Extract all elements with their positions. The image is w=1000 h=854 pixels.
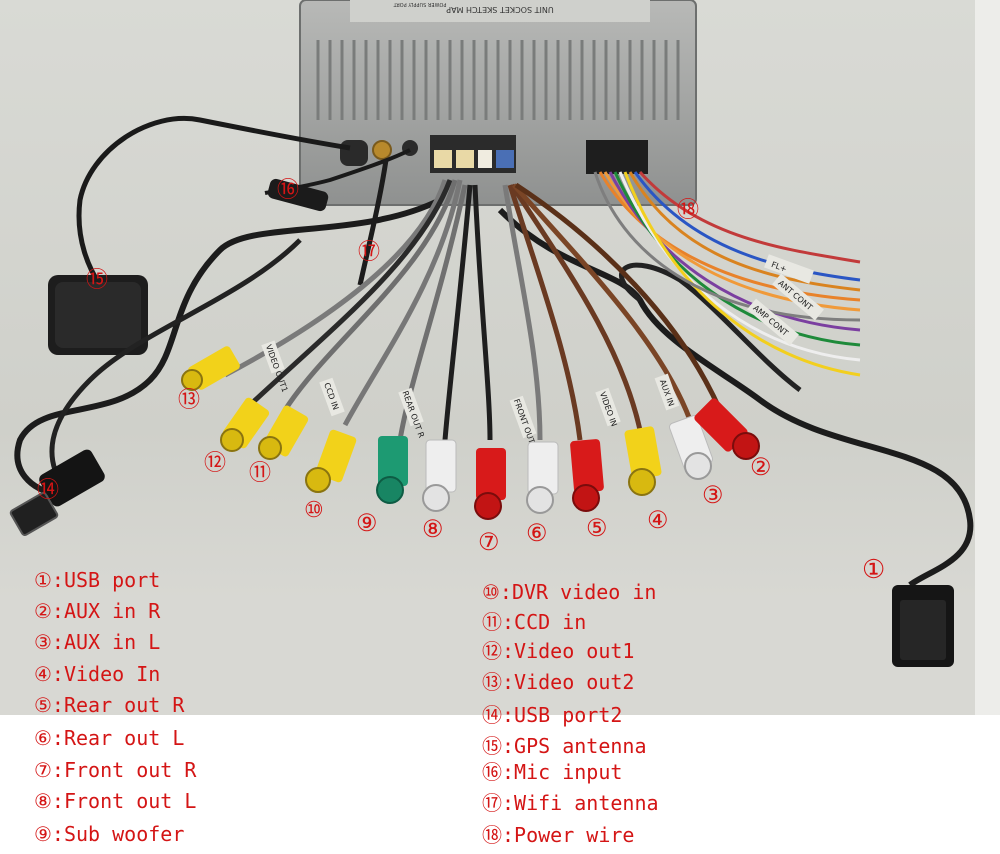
callout-10: ⑩ — [304, 498, 324, 523]
callout-12: ⑫ — [204, 451, 227, 476]
legend-usb-port: ①:USB port — [34, 568, 161, 592]
callout-4: ④ — [647, 506, 669, 534]
callout-7: ⑦ — [478, 528, 500, 556]
rca-plug-5-red — [570, 439, 604, 512]
rca-plugs — [181, 346, 760, 520]
callout-8: ⑧ — [422, 515, 444, 543]
rca-plug-4-yellow — [624, 426, 662, 496]
rca-plug-12-yellow — [220, 397, 270, 452]
legend-gps-antenna: ⑮:GPS antenna — [482, 734, 647, 758]
callout-13: ⑬ — [178, 388, 201, 413]
legend-aux-in-r: ②:AUX in R — [34, 599, 161, 623]
usb2-plug-body — [39, 449, 105, 507]
legend-rear-out-r: ⑤:Rear out R — [34, 693, 185, 717]
white-right-strip — [975, 0, 1000, 715]
callout-3: ③ — [702, 481, 724, 509]
legend-video-out1: ⑫:Video out1 — [482, 639, 635, 663]
rca-plug-2-red — [694, 398, 760, 460]
legend-ccd-in: ⑪:CCD in — [482, 610, 587, 634]
usb2-cable — [14, 197, 442, 498]
callout-5: ⑤ — [586, 514, 608, 542]
callout-16: ⑯ — [277, 178, 300, 203]
power-connector — [586, 140, 648, 174]
callout-17: ⑰ — [358, 240, 381, 265]
legend-aux-in-l: ③:AUX in L — [34, 630, 161, 654]
callout-18: ⑱ — [677, 198, 700, 223]
rca-plug-13-yellow — [181, 346, 240, 391]
legend-sub-woofer: ⑨:Sub woofer — [34, 822, 185, 846]
callout-1: ① — [862, 555, 886, 585]
rca-plug-8-white — [422, 439, 457, 512]
rca-plug-3-white — [668, 415, 714, 480]
mic-plug — [267, 178, 329, 212]
legend-mic-input: ⑯:Mic input — [482, 760, 623, 784]
wifi-socket — [372, 140, 392, 160]
callout-15: ⑮ — [86, 268, 109, 293]
usb1-cable — [497, 207, 974, 588]
heatsink-fins — [316, 40, 680, 120]
legend-rear-out-l: ⑥:Rear out L — [34, 726, 185, 750]
legend-front-out-r: ⑦:Front out R — [34, 758, 197, 782]
unit-label-line2: POWER SUPPLY PORT — [393, 1, 447, 7]
gps-antenna — [48, 116, 351, 355]
callout-9: ⑨ — [356, 509, 378, 537]
callout-6: ⑥ — [526, 519, 548, 547]
rca-plug-9-green — [376, 436, 408, 504]
legend-wifi-antenna: ⑰:Wifi antenna — [482, 791, 659, 815]
legend-usb-port2: ⑭:USB port2 — [482, 703, 623, 727]
legend-video-in: ④:Video In — [34, 662, 161, 686]
callout-2: ② — [750, 453, 772, 481]
rca-cables — [223, 179, 723, 441]
unit-label-line1: UNIT SOCKET SKETCH MAP — [446, 5, 554, 14]
legend-dvr-video-in: ⑩:DVR video in — [482, 580, 657, 604]
rca-plug-10-yellow — [305, 429, 357, 493]
rca-plug-7-red — [474, 448, 506, 520]
callout-14: ⑭ — [37, 478, 60, 503]
legend-video-out2: ⑬:Video out2 — [482, 670, 635, 694]
white-bottom-band — [0, 715, 1000, 854]
rca-plug-6-white — [526, 441, 559, 514]
gps-socket — [340, 140, 368, 166]
rca-plug-11-yellow — [258, 405, 309, 460]
legend-front-out-l: ⑧:Front out L — [34, 789, 197, 813]
usb2-plug-metal — [9, 491, 59, 537]
legend-power-wire: ⑱:Power wire — [482, 823, 635, 847]
callout-11: ⑪ — [249, 461, 272, 486]
